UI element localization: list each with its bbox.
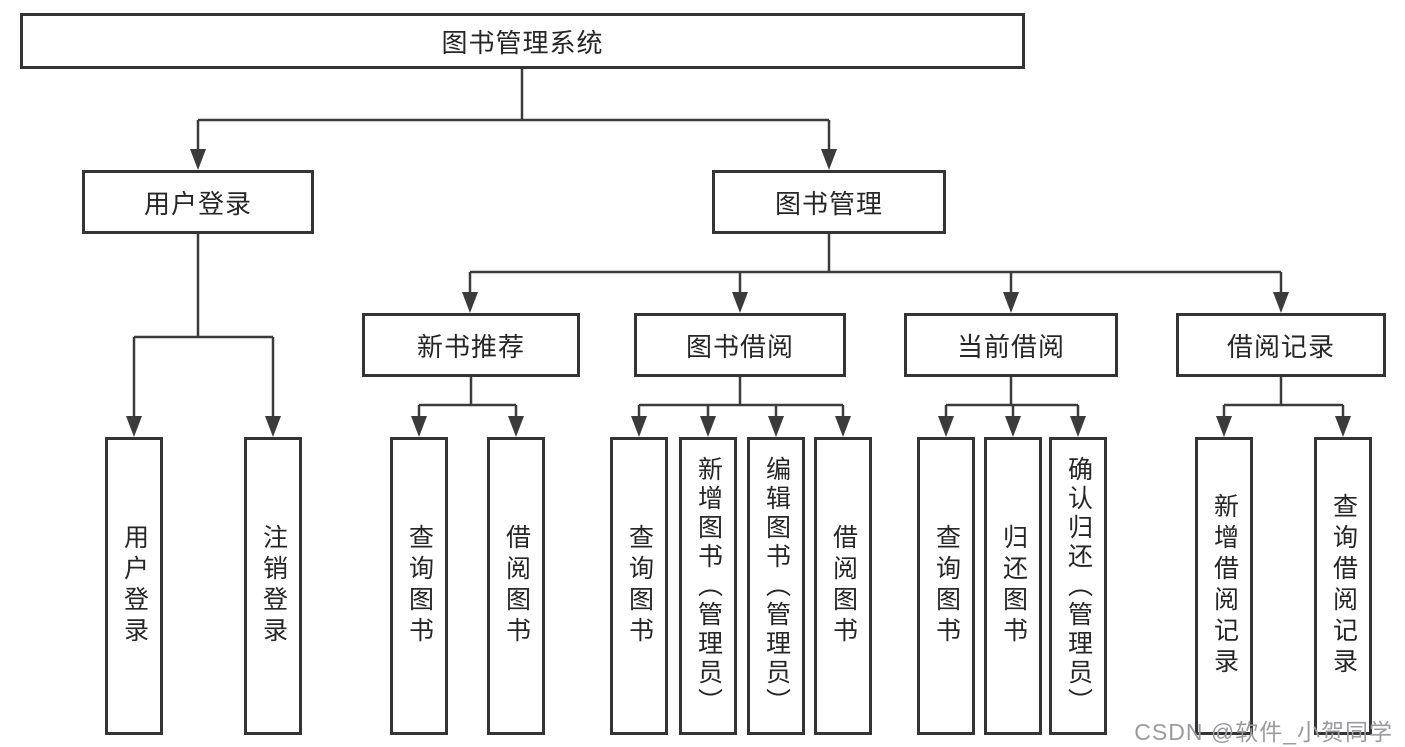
leaf-query-books-borrow: 查询图书 — [610, 437, 668, 735]
leaf-query-borrow-record: 查询借阅记录 — [1314, 437, 1372, 735]
node-borrow-records: 借阅记录 — [1176, 313, 1386, 377]
leaf-add-borrow-record: 新增借阅记录 — [1195, 437, 1253, 735]
leaf-query-books-recommend: 查询图书 — [390, 437, 448, 735]
leaf-return-books: 归还图书 — [984, 437, 1042, 735]
leaf-logout: 注销登录 — [244, 437, 302, 735]
node-book-borrow: 图书借阅 — [634, 313, 846, 377]
leaf-borrow-books-recommend: 借阅图书 — [487, 437, 545, 735]
leaf-confirm-return-admin: 确认归还（管理员） — [1049, 437, 1107, 735]
leaf-borrow-books: 借阅图书 — [814, 437, 872, 735]
arrowheads — [126, 149, 1351, 437]
node-new-book-recommend: 新书推荐 — [362, 313, 580, 377]
node-user-login: 用户登录 — [82, 170, 314, 234]
node-library-system: 图书管理系统 — [20, 13, 1025, 69]
leaf-edit-book-admin: 编辑图书（管理员） — [747, 437, 805, 735]
node-current-borrow: 当前借阅 — [904, 313, 1118, 377]
node-book-management: 图书管理 — [712, 170, 946, 234]
leaf-query-books-current: 查询图书 — [917, 437, 975, 735]
leaf-add-book-admin: 新增图书（管理员） — [679, 437, 737, 735]
watermark: CSDN @软件_小贺同学 — [1134, 719, 1393, 745]
leaf-user-login: 用户登录 — [105, 437, 163, 735]
